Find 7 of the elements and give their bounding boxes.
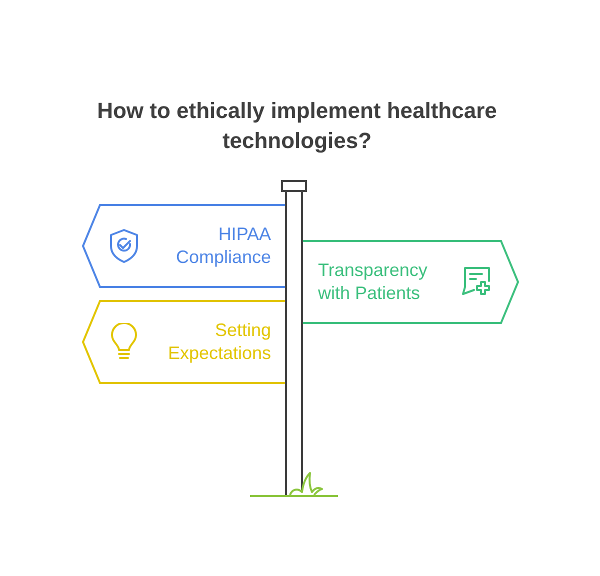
sign-label: HIPAA Compliance <box>174 223 271 269</box>
title: How to ethically implement healthcare technologies? <box>96 97 498 155</box>
signpost-sign <box>302 240 519 324</box>
signpost-sign <box>82 204 286 288</box>
sign-label: Transparency with Patients <box>318 259 428 305</box>
sign-label: Setting Expectations <box>166 319 271 365</box>
signpost-sign <box>82 300 286 384</box>
